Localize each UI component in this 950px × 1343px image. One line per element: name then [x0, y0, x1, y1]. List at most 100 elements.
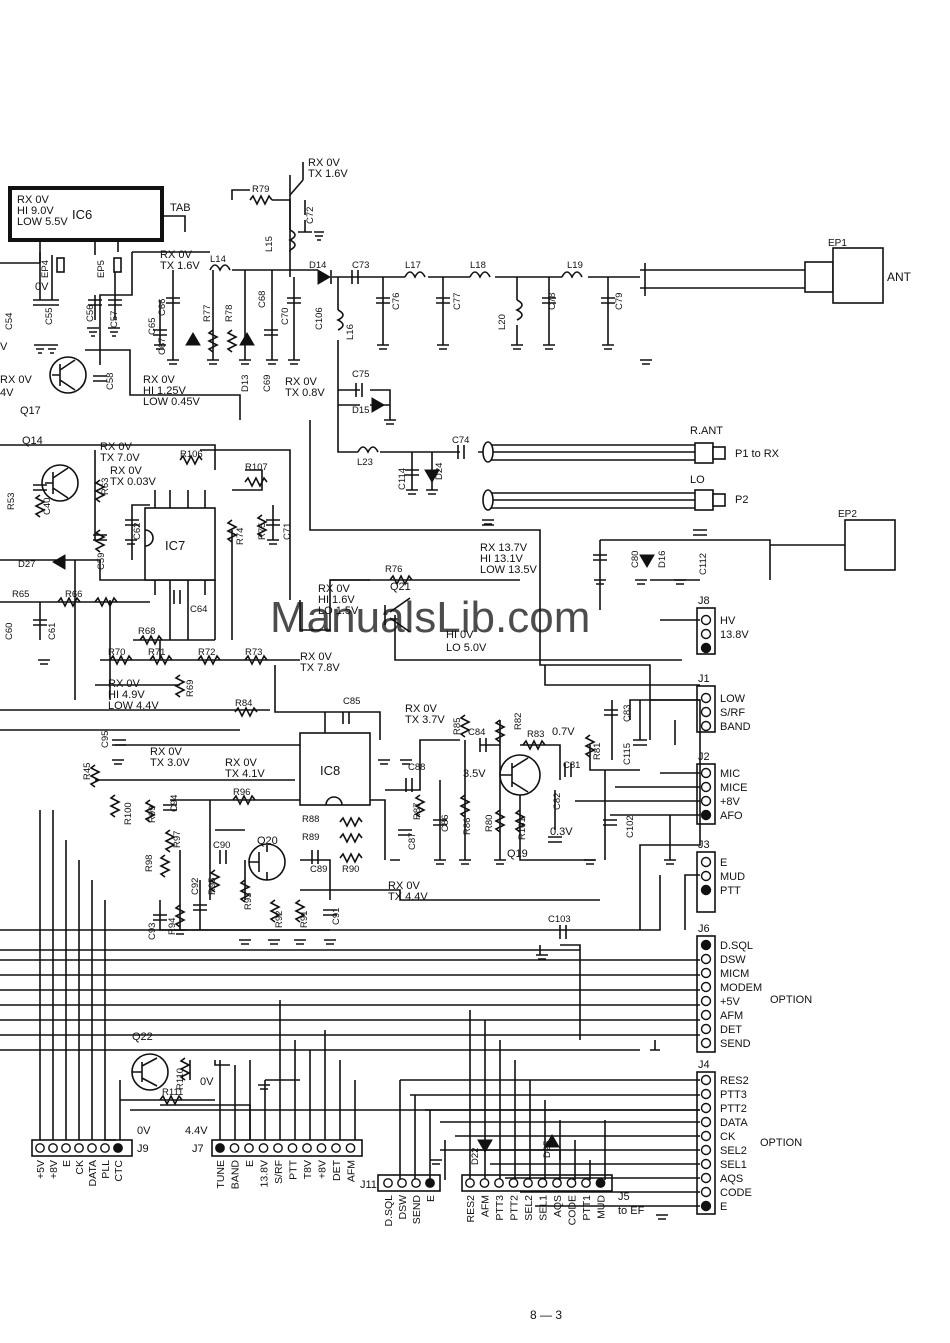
j5-pin [523, 1178, 533, 1188]
j4-pin [700, 1102, 712, 1114]
j9-pin [48, 1143, 58, 1153]
component-label-l17: L17 [405, 260, 421, 271]
q19-collector-voltage: 0.7V [552, 726, 575, 738]
component-label-r71: R71 [148, 647, 165, 658]
component-label-c55: C55 [44, 308, 55, 325]
j9-pin-label: PLL [100, 1160, 112, 1179]
component-label-r68: R68 [138, 626, 155, 637]
ic7-pin7-voltage-rx: RX 0V [110, 465, 142, 477]
component-label-r74: R74 [235, 528, 246, 545]
j11-label: J11 [360, 1179, 377, 1191]
q22-base-voltage: 4.4V [185, 1125, 208, 1137]
j9-pin-label: E [61, 1160, 73, 1167]
j5-pin [566, 1178, 577, 1188]
component-label-c106: C106 [314, 307, 325, 330]
component-label-c89: C89 [310, 864, 327, 875]
j5-label: J5 [618, 1191, 630, 1203]
component-label-c66: C66 [157, 299, 168, 316]
j3-pin [700, 856, 712, 868]
ic7-pin8-voltage-tx: TX 7.0V [100, 452, 140, 464]
j7-label: J7 [192, 1143, 204, 1155]
j4-pin [700, 1144, 712, 1156]
component-label-r95: R95 [207, 878, 218, 895]
j6-pin-label: DET [720, 1024, 742, 1036]
j2-pin-label: MIC [720, 768, 740, 780]
ic6-voltage-low: LOW 5.5V [17, 216, 68, 228]
j9-ctc-voltage: 0V [137, 1125, 151, 1137]
component-label-c54: C54 [4, 313, 15, 330]
watermark: ManualsLib.com [270, 593, 590, 642]
r79-voltage-rx: RX 0V [308, 157, 340, 169]
j1-pin [700, 692, 712, 704]
j9-pin [113, 1143, 123, 1153]
j1-pin-label: LOW [720, 693, 746, 705]
component-label-c95: C95 [100, 731, 111, 748]
ic8-block: IC8 [299, 732, 371, 806]
ic7-label: IC7 [165, 538, 185, 553]
component-label-ep5: EP5 [96, 260, 107, 278]
j4-pin [700, 1088, 712, 1100]
j1-pin [700, 720, 712, 732]
component-label-d13: D13 [240, 375, 251, 392]
j4-pin-label: RES2 [720, 1075, 749, 1087]
component-label-c77: C77 [452, 293, 463, 310]
ic7-pin1-voltage-rx: RX 0V [318, 583, 350, 595]
j2-pin-label: MICE [720, 782, 748, 794]
ic8-pin4-voltage-rx: RX 0V [300, 651, 332, 663]
j4-pin [700, 1200, 712, 1212]
component-label-c58: C58 [105, 373, 116, 390]
component-label-c60: C60 [4, 623, 15, 640]
j9-pin [87, 1143, 97, 1153]
j7-pin-label: TUNE [215, 1160, 227, 1189]
q17-transistor: Q17 [20, 356, 87, 417]
j7-pin [302, 1143, 312, 1153]
j7-pin-label: S/RF [273, 1160, 285, 1184]
j2-label: J2 [698, 751, 710, 763]
q20-label: Q20 [257, 835, 278, 847]
ic7-body [144, 507, 216, 581]
j4-pin-label: CODE [720, 1187, 752, 1199]
component-label-c56: C56 [85, 305, 96, 322]
component-label-c69: C69 [262, 375, 273, 392]
component-label-r96: R96 [233, 787, 250, 798]
ic8-pin5-voltage-rx: RX 0V [150, 746, 182, 758]
component-label-r86: R86 [462, 818, 473, 835]
j6-option-label: OPTION [770, 994, 812, 1006]
j7-pin [287, 1143, 298, 1153]
component-label-l15: L15 [264, 236, 275, 252]
component-label-r53: R53 [6, 493, 17, 510]
r77-voltage-hi: HI 1.25V [143, 385, 186, 397]
component-label-c68: C68 [257, 291, 268, 308]
j4-pin [700, 1158, 712, 1170]
component-label-c94: C94 [169, 795, 180, 812]
component-label-r66: R66 [65, 589, 82, 600]
left-voltage-4v: 4V [0, 387, 14, 399]
ic6-label: IC6 [72, 207, 92, 222]
ic8-pin2-voltage-rx: RX 0V [405, 703, 437, 715]
j3-label: J3 [698, 839, 710, 851]
lo-label: LO [690, 474, 705, 486]
component-label-l14: L14 [210, 254, 226, 265]
right-connector-pins: HV13.8VLOWS/RFBANDMICMICE+8VAFOEMUDPTTD.… [700, 614, 762, 1213]
j6-pin-label: D.SQL [720, 940, 753, 952]
j6-pin [700, 981, 712, 993]
j4-pin-label: SEL2 [720, 1145, 747, 1157]
component-label-c67: C67 [157, 338, 168, 355]
ground-symbols [34, 231, 686, 1220]
component-label-c79: C79 [614, 293, 625, 310]
component-label-r65: R65 [12, 589, 29, 600]
q14-label: Q14 [22, 435, 43, 447]
j8-pin [700, 628, 712, 640]
component-label-l19: L19 [567, 260, 583, 271]
component-label-c73: C73 [352, 260, 369, 271]
component-label-d14: D14 [309, 260, 326, 271]
j5-pin [465, 1178, 475, 1188]
j7-pin-label: BAND [230, 1160, 242, 1190]
j11-pin-label: DSW [397, 1195, 409, 1220]
component-label-l23: L23 [357, 457, 373, 468]
component-label-r98: R98 [144, 855, 155, 872]
q19-label: Q19 [507, 848, 528, 860]
component-label-c80: C80 [630, 551, 641, 568]
j3-pin-label: E [720, 857, 727, 869]
component-label-r85: R85 [452, 718, 463, 735]
